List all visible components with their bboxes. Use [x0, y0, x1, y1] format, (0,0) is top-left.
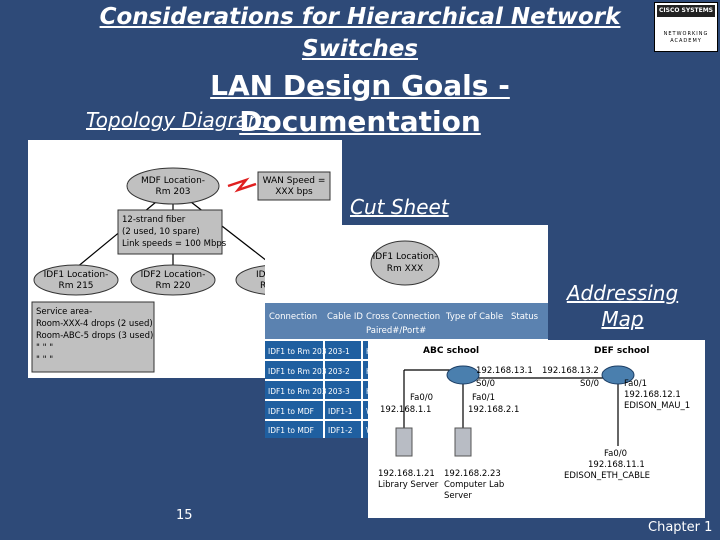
idf1-node [33, 264, 119, 296]
service-line5: " " " [36, 355, 53, 365]
lab-server-name-line2: Server [444, 491, 472, 501]
header-type: Type of Cable [445, 312, 503, 322]
idf1-label-line1: IDF1 Location- [44, 270, 109, 280]
svg-text:203-2: 203-2 [328, 367, 350, 376]
idf2-label-line1: IDF2 Location- [141, 270, 206, 280]
svg-text:IDF1 to Rm 203: IDF1 to Rm 203 [268, 367, 327, 376]
fiber-line3: Link speeds = 100 Mbps [122, 239, 227, 249]
wan-speed-box [257, 171, 331, 201]
addressing-map-label[interactable]: Addressing Map [555, 280, 690, 332]
svg-text:IDF1-2: IDF1-2 [328, 426, 353, 435]
topology-diagram-label[interactable]: Topology Diagram [86, 108, 268, 132]
abc-school-label: ABC school [423, 346, 479, 356]
table-header [265, 303, 548, 339]
cut-idf-line2: Rm XXX [387, 264, 423, 274]
ip-fa00-right: 192.168.11.1 [588, 460, 645, 470]
mdf-node [126, 167, 220, 205]
library-server-name: Library Server [378, 480, 439, 490]
def-school-label: DEF school [594, 346, 649, 356]
lab-server-name-line1: Computer Lab [444, 480, 504, 490]
svg-text:203-3: 203-3 [328, 387, 350, 396]
header-status: Status [511, 312, 539, 322]
library-server-icon [395, 427, 413, 457]
svg-text:203-1: 203-1 [328, 347, 350, 356]
addressing-label-line1: Addressing [566, 281, 679, 305]
s0-left: S0/0 [476, 379, 495, 389]
slide-number: 15 [176, 508, 193, 523]
mdf-label-line1: MDF Location- [141, 176, 205, 186]
wan-lightning-icon [227, 177, 257, 193]
cut-idf-node [370, 240, 440, 286]
svg-text:IDF1-1: IDF1-1 [328, 407, 353, 416]
service-line3: Room-ABC-5 drops (3 used) [36, 331, 153, 341]
slide-title-line2: Switches [302, 36, 418, 62]
svg-text:IDF1 to Rm 203: IDF1 to Rm 203 [268, 387, 327, 396]
slide-title-line1: Considerations for Hierarchical Network [99, 4, 621, 30]
ip-fa00-left: 192.168.1.1 [380, 405, 431, 415]
idf2-node [130, 264, 216, 296]
s0-right: S0/0 [580, 379, 599, 389]
cut-idf-line1: IDF1 Location- [373, 252, 438, 262]
fa01-right: Fa0/1 [624, 379, 647, 389]
lab-server-ip: 192.168.2.23 [444, 469, 501, 479]
edison-eth: EDISON_ETH_CABLE [564, 471, 650, 481]
fiber-line2: (2 used, 10 spare) [122, 227, 200, 237]
idf1-label-line2: Rm 215 [58, 281, 93, 291]
addressing-map-panel: ABC school DEF school 192.168.13.1 192.1… [368, 340, 705, 518]
wan-speed-line2: XXX bps [275, 187, 313, 197]
logo-bottom-text: NETWORKING ACADEMY [663, 31, 709, 44]
wan-speed-line1: WAN Speed = [263, 176, 326, 186]
cut-sheet-label[interactable]: Cut Sheet [350, 195, 449, 219]
service-area-box [31, 301, 155, 373]
svg-text:IDF1 to Rm 203: IDF1 to Rm 203 [268, 347, 327, 356]
header-connection: Connection [269, 312, 317, 322]
router-def-icon [601, 365, 635, 385]
fa00-left: Fa0/0 [410, 393, 433, 403]
cisco-academy-logo: CISCO SYSTEMS NETWORKING ACADEMY [654, 2, 718, 52]
addressing-map: ABC school DEF school 192.168.13.1 192.1… [378, 346, 690, 501]
edison-mau: EDISON_MAU_1 [624, 401, 690, 411]
header-cable-id: Cable ID [327, 312, 363, 322]
lab-server-icon [454, 427, 472, 457]
addressing-label-line2: Map [601, 307, 644, 331]
service-line4: " " " [36, 343, 53, 353]
service-line2: Room-XXX-4 drops (2 used) [36, 319, 153, 329]
chapter-label: Chapter 1 [648, 520, 713, 535]
ip-abc-s0: 192.168.13.1 [476, 366, 533, 376]
mdf-label-line2: Rm 203 [155, 187, 190, 197]
idf2-label-line2: Rm 220 [155, 281, 190, 291]
header-cross-line1: Cross Connection [366, 312, 440, 322]
slide-subtitle: LAN Design Goals - Documentation [210, 69, 510, 138]
svg-text:IDF1 to MDF: IDF1 to MDF [268, 407, 314, 416]
fiber-line1: 12-strand fiber [122, 215, 186, 225]
router-abc-icon [446, 365, 480, 385]
header-cross-line2: Paired#/Port# [366, 326, 426, 336]
logo-top-text: CISCO SYSTEMS [657, 5, 715, 17]
library-server-ip: 192.168.1.21 [378, 469, 435, 479]
fa01-left: Fa0/1 [472, 393, 495, 403]
ip-fa01-left: 192.168.2.1 [468, 405, 519, 415]
fiber-info-box [117, 209, 223, 255]
service-line1: Service area- [36, 307, 92, 317]
fa00-right: Fa0/0 [604, 449, 627, 459]
ip-def-s0: 192.168.13.2 [542, 366, 599, 376]
ip-fa01-right: 192.168.12.1 [624, 390, 681, 400]
svg-text:IDF1 to MDF: IDF1 to MDF [268, 426, 314, 435]
